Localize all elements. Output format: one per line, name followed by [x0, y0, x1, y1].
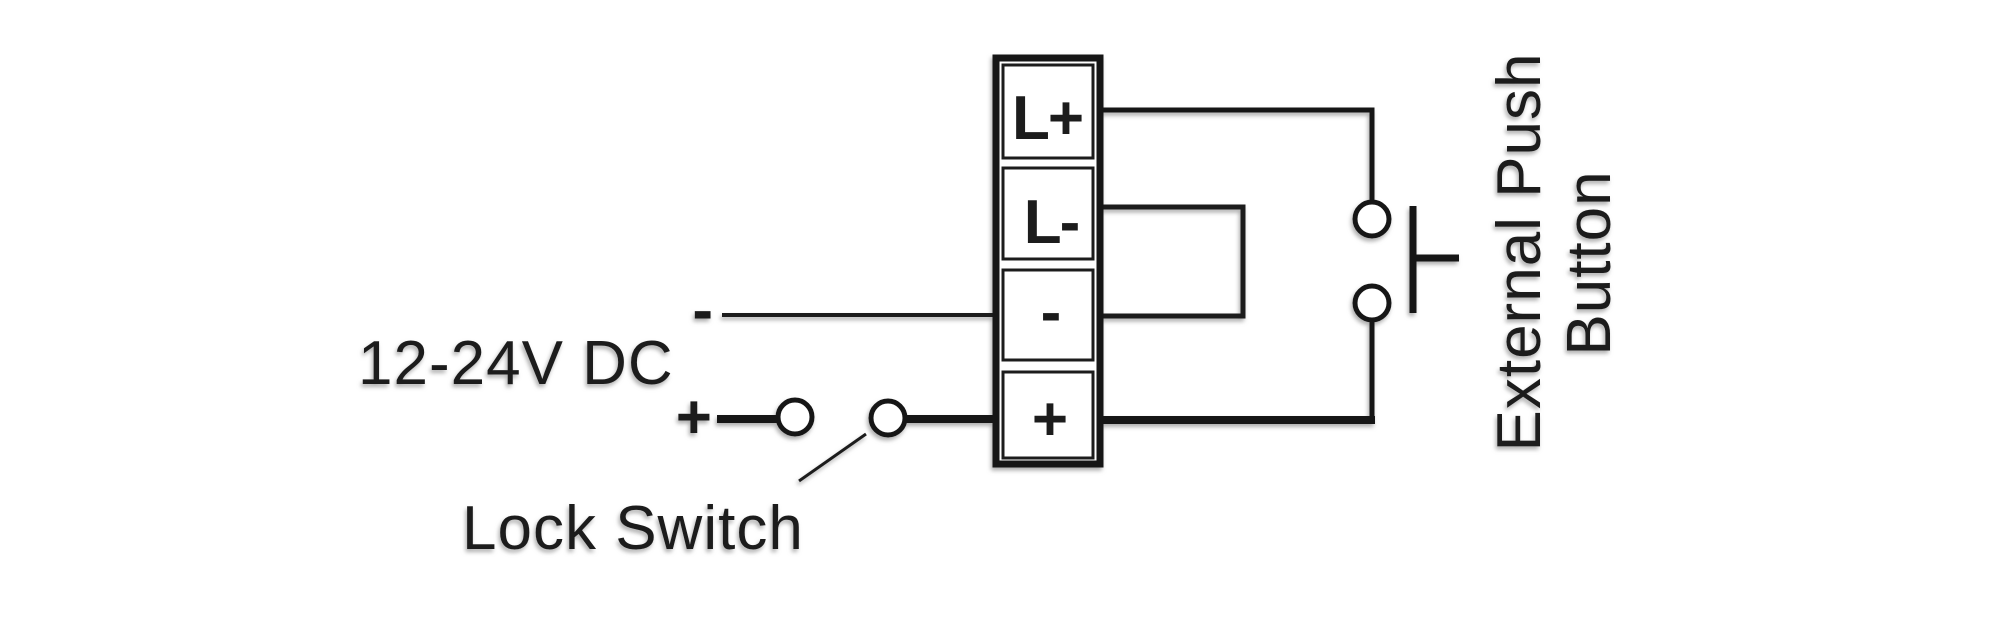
lock-switch-lever-icon	[798, 432, 867, 483]
terminal-cell-lminus	[1001, 166, 1095, 261]
lock-switch-label: Lock Switch	[462, 494, 804, 563]
terminal-cell-lplus	[1001, 63, 1095, 160]
supply-voltage-label: 12-24V DC	[358, 329, 674, 398]
push-button-contact-bottom-icon	[1352, 283, 1392, 323]
terminal-label-lplus: L+	[1012, 84, 1082, 153]
supply-minus-label: -	[692, 276, 713, 345]
lock-switch-contact-right-icon	[868, 398, 908, 438]
supply-plus-label: +	[676, 383, 712, 452]
terminal-cell-minus	[1001, 268, 1095, 362]
external-push-button-label-line1: External Push	[1485, 53, 1554, 452]
lock-switch-contact-left-icon	[775, 397, 815, 437]
terminal-label-minus: -	[1041, 278, 1060, 347]
push-button-contact-top-icon	[1352, 199, 1392, 239]
terminal-label-lminus: L-	[1024, 188, 1079, 257]
wire-lplus-to-push-button	[1101, 107, 1375, 201]
terminal-cell-plus	[1001, 370, 1095, 460]
external-push-button-label-line2: Button	[1555, 170, 1624, 355]
terminal-label-plus: +	[1032, 385, 1066, 454]
wire-lminus-to-minus-loop	[1101, 204, 1246, 319]
